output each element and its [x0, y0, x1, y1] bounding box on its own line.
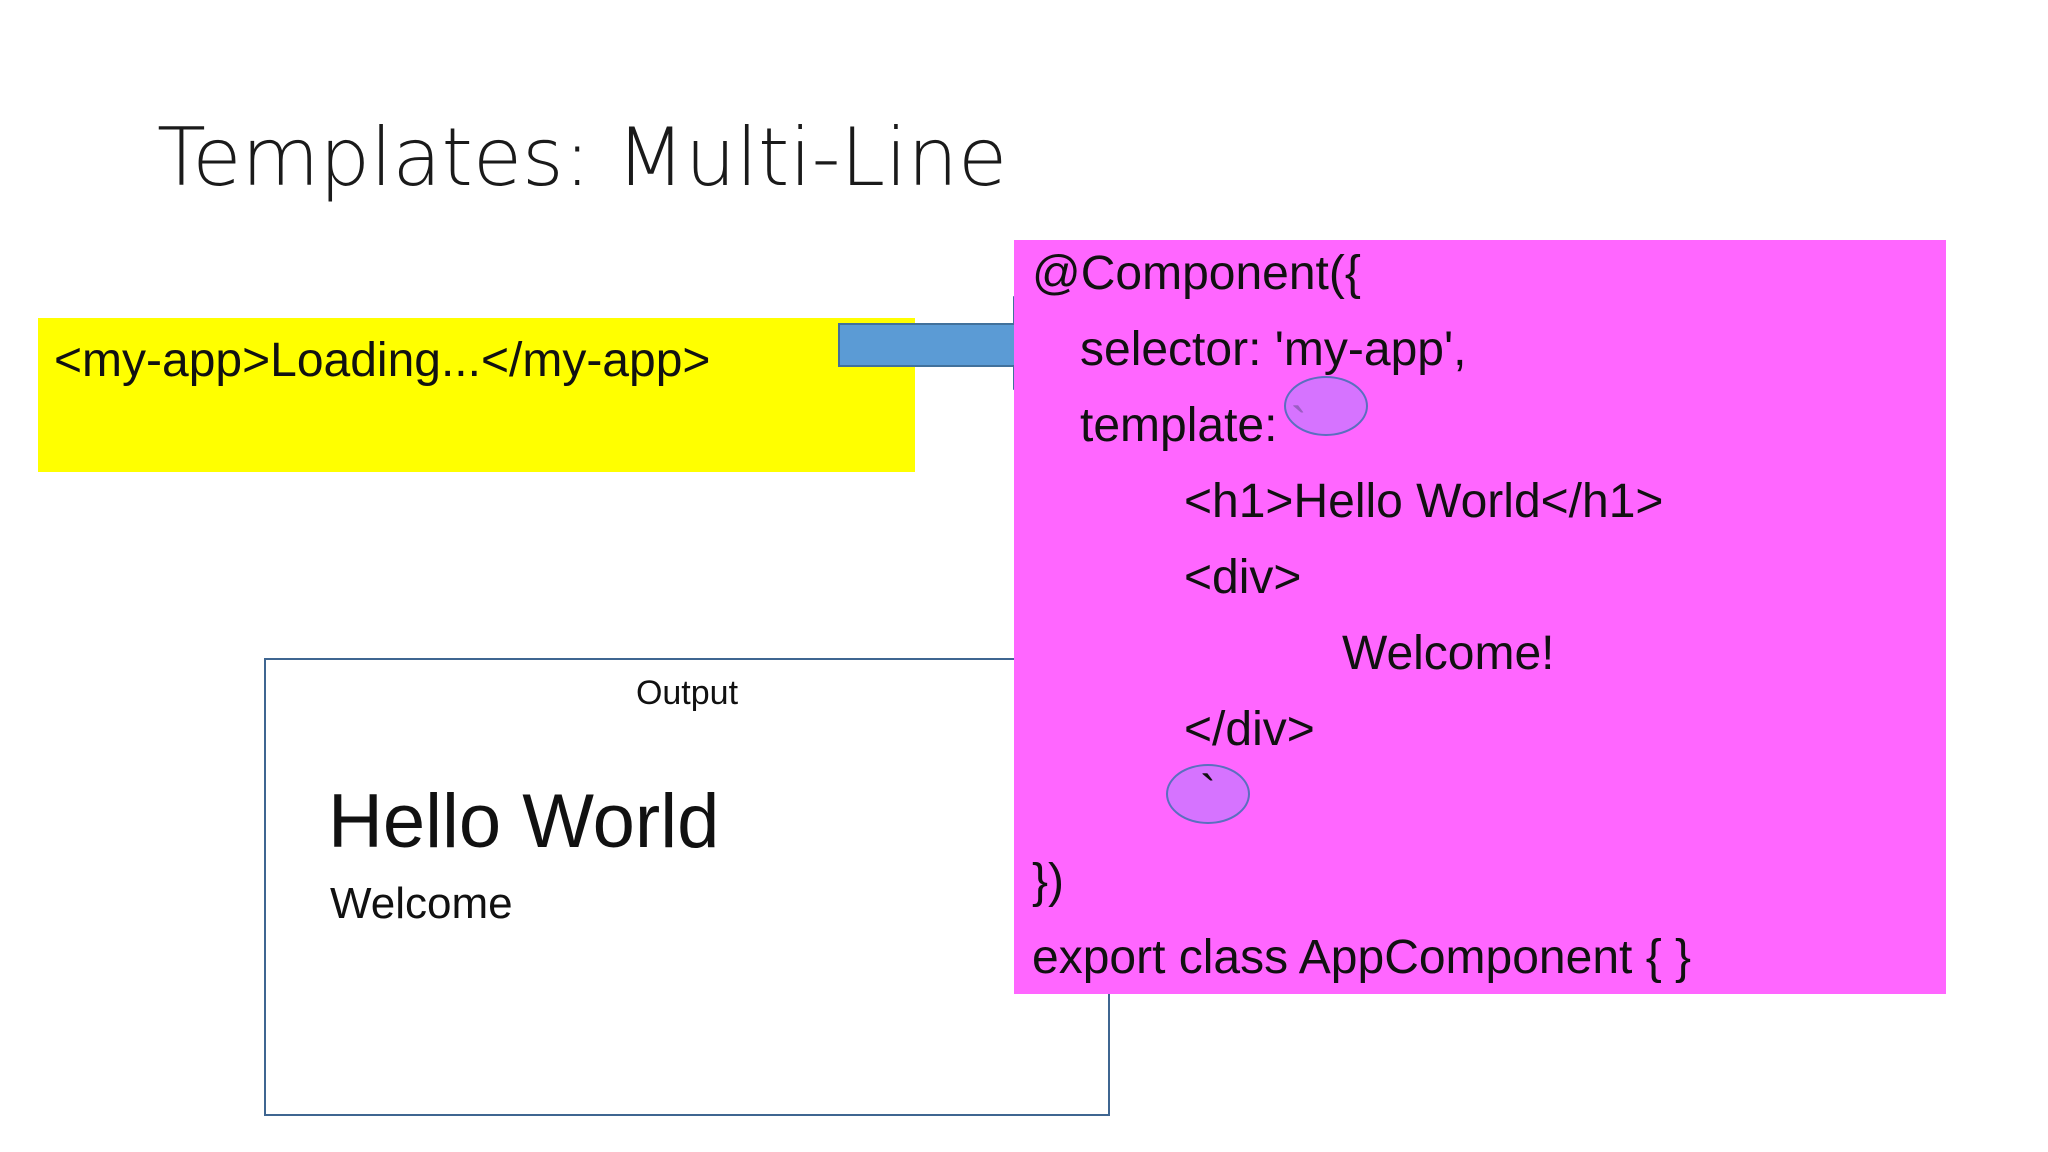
- output-welcome-text: Welcome: [330, 879, 513, 928]
- code-line: `: [1200, 767, 1216, 820]
- output-panel: Output Hello World Welcome: [264, 658, 1110, 1116]
- code-line: selector: 'my-app',: [1080, 323, 1467, 376]
- code-line: <div>: [1184, 551, 1302, 604]
- output-heading: Hello World: [328, 779, 720, 864]
- html-snippet-box: <my-app>Loading...</my-app>: [38, 318, 915, 472]
- output-label: Output: [635, 674, 739, 712]
- highlight-circle: [1166, 764, 1250, 824]
- code-line: Welcome!: [1342, 627, 1555, 680]
- highlight-circle: [1284, 376, 1368, 436]
- slide-title: Templates: Multi-Line: [157, 111, 1008, 204]
- html-snippet-text: <my-app>Loading...</my-app>: [54, 334, 711, 387]
- code-line: template: `: [1080, 399, 1307, 452]
- code-line: <h1>Hello World</h1>: [1184, 475, 1664, 528]
- code-line: @Component({: [1032, 247, 1361, 300]
- code-line: }): [1032, 855, 1065, 908]
- code-panel: @Component({ selector: 'my-app', templat…: [1014, 240, 1946, 994]
- code-line: export class AppComponent { }: [1032, 931, 1692, 984]
- code-line: </div>: [1184, 703, 1315, 756]
